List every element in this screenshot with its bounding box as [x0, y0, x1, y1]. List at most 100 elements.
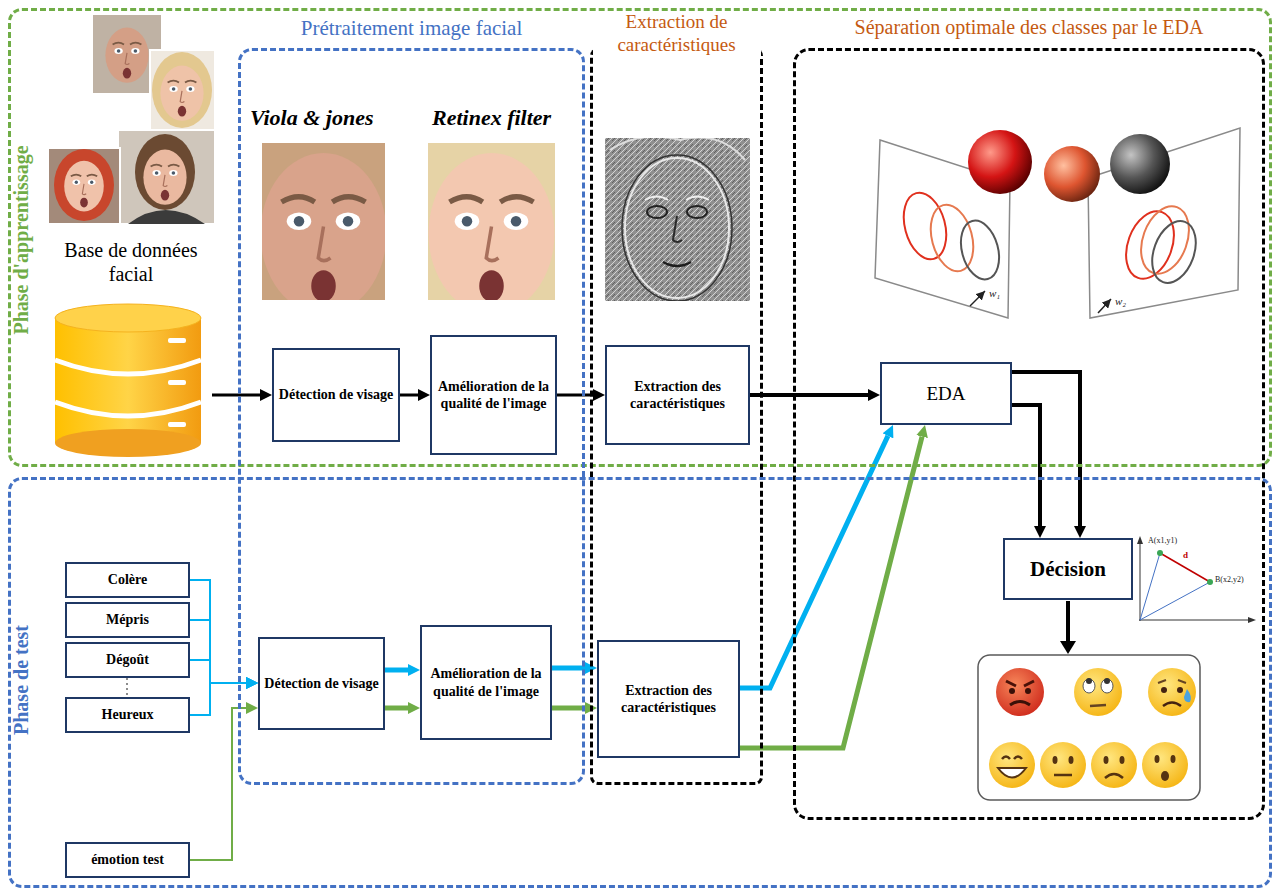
process-box: Amélioration de la qualité de l'image: [420, 625, 552, 740]
eyeroll-emoji: [1074, 668, 1122, 716]
photo-collage: [64, 161, 104, 212]
photo-collage: [48, 148, 120, 224]
database-cylinder: [168, 338, 186, 343]
feature-map: [687, 206, 707, 218]
photo-collage: [105, 28, 148, 83]
box-label: émotion test: [91, 851, 164, 869]
flow-arrow: [400, 394, 418, 397]
stage-region: Extraction de caractéristiquesExtraction…: [590, 48, 763, 785]
distance-sketch: [1140, 542, 1141, 621]
step-heading: Viola & jones: [250, 106, 373, 130]
sad-sweat-emoji: [1148, 668, 1196, 716]
process-box: Extraction des caractéristiques: [597, 640, 740, 758]
process-box: Dégoût: [65, 642, 190, 678]
box-label: Amélioration de la qualité de l'image: [426, 665, 546, 700]
box-label: Détection de visage: [264, 675, 378, 693]
database-cylinder: [168, 380, 186, 385]
database-cylinder: [55, 304, 201, 332]
process-box: Colère: [65, 562, 190, 598]
process-box: Détection de visage: [272, 348, 400, 442]
region-heading: Prétraitement image facial: [298, 16, 526, 41]
face-enhanced: [428, 143, 555, 300]
projection-illustration: [875, 128, 1240, 318]
distance-sketch: [1140, 582, 1210, 620]
sad-emoji: [1120, 756, 1125, 764]
emotion-panel: [978, 655, 1200, 800]
angry-emoji: [1010, 702, 1030, 706]
distance-sketch: [1137, 536, 1143, 544]
eyeroll-emoji: [1074, 668, 1122, 716]
angry-emoji: [996, 668, 1044, 716]
photo-collage: [143, 150, 186, 205]
box-label: Colère: [108, 571, 147, 589]
projection-illustration: [1044, 146, 1100, 202]
sad-sweat-emoji: [1177, 687, 1183, 693]
neutral-emoji: [1040, 742, 1086, 788]
eyeroll-emoji: [1090, 705, 1106, 706]
surprised-emoji: [1142, 742, 1188, 788]
sad-emoji: [1091, 742, 1137, 788]
projection-illustration: [968, 130, 1032, 194]
process-box: Amélioration de la qualité de l'image: [430, 335, 557, 455]
projection-illustration: [924, 200, 980, 276]
phase-band: Phase de testColèreMéprisDégoûtHeureuxém…: [8, 477, 1272, 888]
feature-map: [625, 158, 729, 298]
photo-collage: [160, 66, 203, 121]
database-cylinder: [55, 304, 201, 457]
sad-sweat-emoji: [1161, 687, 1167, 693]
eyeroll-emoji: [1101, 679, 1113, 693]
box-label: Amélioration de la qualité de l'image: [436, 378, 551, 413]
flow-arrow: [552, 706, 585, 711]
eyeroll-emoji: [1104, 678, 1110, 684]
database-cylinder: [55, 402, 201, 416]
region-heading: Extraction de caractéristiques: [593, 11, 761, 57]
feature-map: [673, 216, 682, 242]
box-label: EDA: [926, 382, 965, 406]
angry-emoji: [1009, 688, 1015, 694]
neutral-emoji: [1069, 756, 1074, 764]
distance-label: d: [1183, 551, 1188, 561]
grin-emoji: [989, 742, 1035, 788]
process-box: émotion test: [65, 842, 190, 878]
database-cylinder: [55, 429, 201, 457]
feature-map: [647, 206, 667, 218]
grin-emoji: [1002, 757, 1022, 760]
grin-emoji: [989, 742, 1035, 788]
result-arrow: [1066, 601, 1070, 642]
sad-sweat-emoji: [1184, 689, 1191, 702]
projection-illustration: [1110, 134, 1170, 194]
flow-arrow: [385, 706, 408, 711]
phase-label: Phase d'apprentissage: [9, 145, 33, 334]
neutral-emoji: [1054, 774, 1072, 777]
result-arrow: [1060, 641, 1076, 654]
point-label: A(x1,y1): [1148, 537, 1177, 546]
feature-map: [663, 262, 691, 266]
flow-arrow: [750, 393, 868, 397]
grin-emoji: [998, 768, 1026, 778]
ellipsis-dots: [127, 678, 128, 698]
box-label: Détection de visage: [279, 386, 393, 404]
photo-collage: [135, 134, 195, 210]
sad-sweat-emoji: [1163, 703, 1181, 707]
result-arrow: [1060, 601, 1076, 654]
process-box: Extraction des caractéristiques: [605, 345, 750, 445]
photo-collage: [118, 130, 215, 224]
stage-region: Prétraitement image facialDétection de v…: [238, 48, 585, 785]
box-label: Décision: [1030, 556, 1106, 582]
photo-collage: [152, 52, 212, 128]
face-crop: [262, 153, 385, 300]
photo-collage: [48, 14, 215, 224]
database-cylinder: [55, 360, 201, 374]
surprised-emoji: [1142, 742, 1188, 788]
database-cylinder: [55, 318, 201, 443]
box-label: Extraction des caractéristiques: [603, 682, 734, 717]
projection-illustration: [1098, 299, 1111, 313]
sad-sweat-emoji: [1158, 680, 1186, 683]
sad-emoji: [1091, 742, 1137, 788]
feature-map: [605, 138, 750, 301]
vector-label: w₂: [1115, 295, 1126, 307]
flow-arrow: [385, 668, 408, 673]
